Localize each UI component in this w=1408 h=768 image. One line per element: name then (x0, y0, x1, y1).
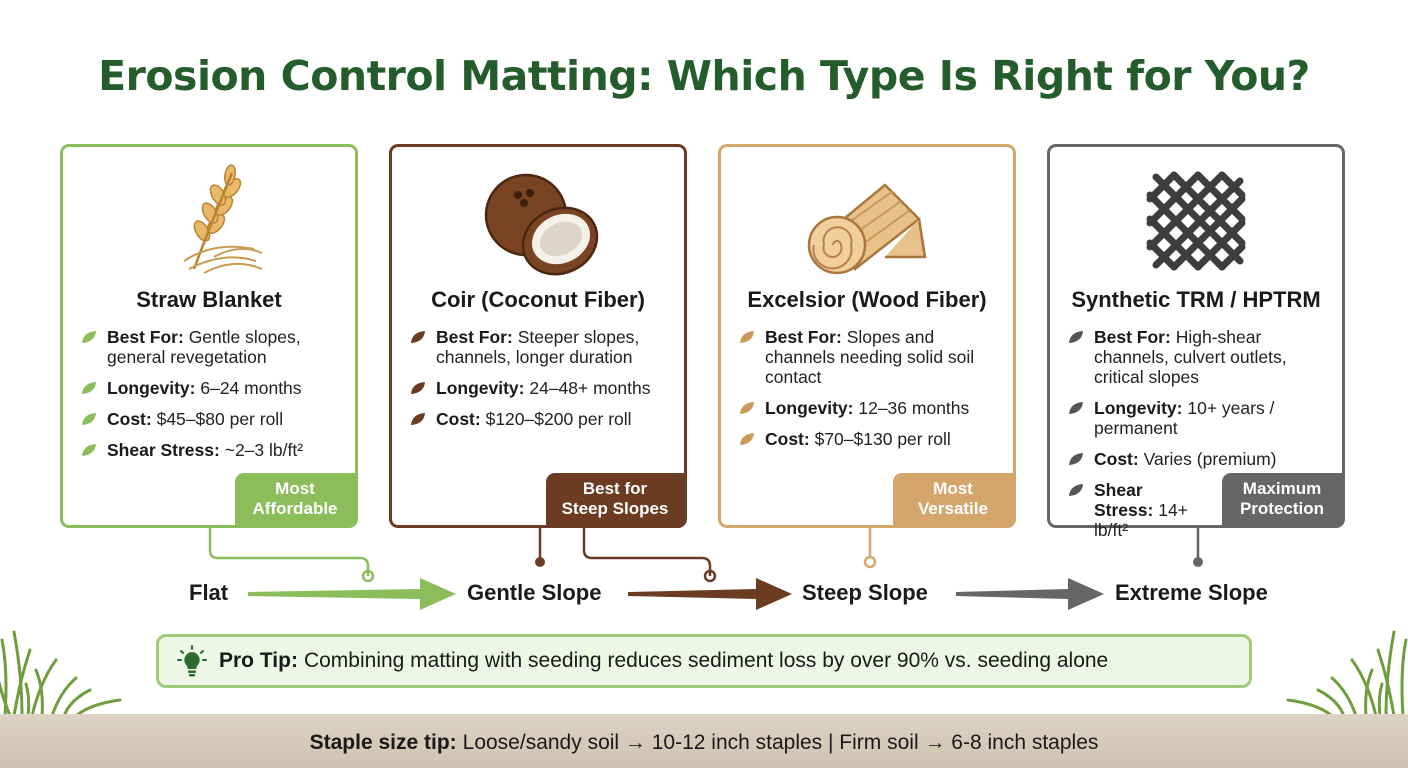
card-title: Straw Blanket (136, 287, 282, 312)
list-item: Longevity: 24–48+ months (410, 378, 672, 398)
card-synthetic-trm: Synthetic TRM / HPTRM Best For: High-she… (1047, 144, 1345, 540)
list-item: Best For: Slopes and channels needing so… (739, 327, 1001, 387)
list-item: Best For: High-shear channels, culvert o… (1068, 327, 1330, 387)
list-item: Cost: $120–$200 per roll (410, 409, 672, 429)
pro-tip-label: Pro Tip: (219, 649, 298, 672)
leaf-icon (740, 331, 754, 343)
list-item: Best For: Gentle slopes, general reveget… (81, 327, 343, 367)
arrow-steep-to-extreme (956, 578, 1104, 610)
leaf-icon (411, 413, 425, 425)
wood-log-icon (807, 183, 927, 275)
list-item: Longevity: 12–36 months (739, 398, 1001, 418)
leaf-icon (411, 382, 425, 394)
arrow-flat-to-gentle (248, 578, 456, 610)
connector-dot (1193, 557, 1203, 567)
card-coir: Coir (Coconut Fiber) Best For: Steeper s… (389, 144, 687, 528)
leaf-icon (1069, 484, 1083, 496)
connector-dot (863, 555, 877, 569)
slope-label-extreme: Extreme Slope (1115, 580, 1268, 605)
leaf-icon (82, 382, 96, 394)
page-title: Erosion Control Matting: Which Type Is R… (98, 52, 1310, 100)
leaf-icon (1069, 453, 1083, 465)
connector-dot (535, 557, 545, 567)
coconut-icon (484, 173, 599, 276)
card-title: Synthetic TRM / HPTRM (1071, 287, 1321, 312)
card-details: Best For: Steeper slopes, channels, long… (410, 327, 672, 440)
card-details: Best For: Gentle slopes, general reveget… (81, 327, 343, 471)
card-details: Best For: Slopes and channels needing so… (739, 327, 1001, 460)
wheat-icon (183, 164, 263, 274)
card-straw-blanket: Straw Blanket Best For: Gentle slopes, g… (60, 144, 358, 528)
list-item: Cost: Varies (premium) (1068, 449, 1330, 469)
lightbulb-icon (177, 645, 207, 677)
grass-left-icon (0, 630, 122, 718)
leaf-icon (1069, 402, 1083, 414)
mesh-icon (1146, 171, 1246, 271)
leaf-icon (740, 402, 754, 414)
list-item: Longevity: 6–24 months (81, 378, 343, 398)
slope-label-steep: Steep Slope (802, 580, 928, 605)
connector-dot (361, 569, 375, 583)
list-item: Longevity: 10+ years / permanent (1068, 398, 1330, 438)
list-item: Cost: $70–$130 per roll (739, 429, 1001, 449)
slope-label-flat: Flat (189, 580, 229, 605)
card-title: Coir (Coconut Fiber) (431, 287, 645, 312)
arrow-gentle-to-steep (628, 578, 792, 610)
connector-dot (703, 569, 717, 583)
leaf-icon (411, 331, 425, 343)
connector-coir (538, 528, 712, 576)
leaf-icon (1069, 331, 1083, 343)
leaf-icon (82, 331, 96, 343)
card-excelsior: Excelsior (Wood Fiber) Best For: Slopes … (718, 144, 1016, 528)
staple-tip-label: Staple size tip: (309, 731, 457, 754)
grass-right-icon (1286, 630, 1408, 718)
soil-strip (0, 714, 1408, 768)
slope-flow-diagram (208, 528, 1203, 610)
leaf-icon (82, 444, 96, 456)
card-details: Best For: High-shear channels, culvert o… (1068, 327, 1330, 551)
list-item: Cost: $45–$80 per roll (81, 409, 343, 429)
pro-tip-banner: Pro Tip: Combining matting with seeding … (156, 634, 1252, 688)
pro-tip-text: Combining matting with seeding reduces s… (303, 649, 1109, 672)
card-title: Excelsior (Wood Fiber) (747, 287, 987, 312)
list-item: Shear Stress: ~2–3 lb/ft² (81, 440, 343, 460)
leaf-icon (740, 433, 754, 445)
connector-straw (208, 528, 370, 576)
leaf-icon (82, 413, 96, 425)
staple-tip-text: Loose/sandy soil → 10-12 inch staples | … (462, 731, 1099, 754)
slope-label-gentle: Gentle Slope (467, 580, 602, 605)
list-item: Shear Stress: 14+ lb/ft² (1068, 480, 1330, 540)
list-item: Best For: Steeper slopes, channels, long… (410, 327, 672, 367)
staple-tip: Staple size tip:Loose/sandy soil → 10-12… (0, 731, 1408, 755)
